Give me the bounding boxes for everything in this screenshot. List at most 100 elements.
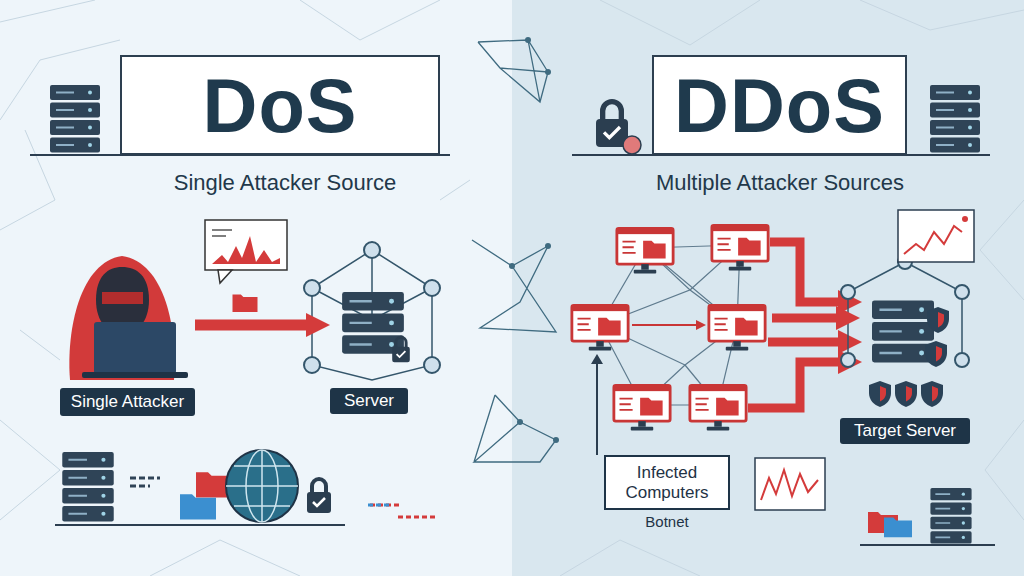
node-label: Infected Computers: [604, 455, 730, 510]
attack-arrow: [768, 338, 838, 347]
network-node: [364, 242, 380, 258]
shield-icon: [927, 307, 949, 333]
bottom-rule: [370, 505, 436, 517]
center-network: [478, 40, 548, 102]
chart-bubble: [212, 230, 232, 236]
attack-arrow: [770, 242, 838, 302]
background: [0, 0, 512, 576]
server-network: [312, 250, 432, 380]
chart-panel: [761, 470, 818, 500]
hacker-figure: [102, 292, 143, 304]
center-network-dots: [553, 437, 559, 443]
shield-icon: [869, 381, 891, 407]
hacker-figure: [94, 322, 176, 374]
network-node: [424, 280, 440, 296]
bottom-rule: [860, 544, 995, 546]
chart-panel: [898, 210, 974, 262]
bottom-rule: [368, 504, 392, 507]
network-node: [955, 353, 969, 367]
infected-computer: [709, 306, 765, 351]
network-node: [841, 255, 969, 367]
botnet-node: Infected ComputersBotnet: [572, 228, 772, 528]
infected-computer: [690, 386, 746, 431]
server-node: Server: [330, 290, 408, 416]
pointer-arrow: [596, 362, 598, 455]
section-subtitle: Multiple Attacker Sources: [560, 168, 1000, 198]
chart-panel: [755, 210, 974, 510]
node-label: Single Attacker: [60, 388, 195, 416]
center-network-dots: [509, 263, 515, 269]
center-network: [474, 395, 556, 462]
pointer-arrow: [591, 354, 603, 455]
chart-bubble: [212, 236, 280, 264]
attack-arrow: [748, 362, 838, 408]
chart-bubble: [205, 220, 287, 283]
hacker-figure: [69, 256, 188, 380]
background: [512, 0, 1024, 576]
hacker-figure: [82, 372, 188, 378]
title-box: DDoS: [652, 55, 907, 155]
network-node: [304, 357, 320, 373]
network-node: [304, 280, 320, 296]
pointer-arrow: [591, 354, 603, 364]
attack-arrow: [772, 314, 836, 323]
chart-panel: [962, 216, 968, 222]
lock-icon: [596, 102, 628, 147]
infected-computer: [712, 226, 768, 271]
network-node: [424, 357, 440, 373]
shield-icon: [895, 381, 917, 407]
center-network-dots: [517, 419, 523, 425]
title-text: DDoS: [654, 57, 905, 153]
node-label: Server: [330, 388, 408, 414]
center-network: [472, 240, 556, 332]
infected-computer: [614, 386, 670, 431]
center-network: [472, 40, 556, 462]
globe-icon: [226, 450, 298, 522]
network-node: [304, 242, 440, 373]
bottom-rule: [130, 478, 160, 486]
globe-icon: [226, 450, 298, 522]
center-network-dots: [545, 69, 551, 75]
folder-icon: [884, 518, 912, 538]
server-icon: [930, 488, 971, 544]
check-badge: [623, 136, 641, 154]
infected-computer: [572, 306, 628, 351]
chart-panel: [904, 226, 962, 254]
server-icon: [872, 300, 934, 362]
folder-icon: [233, 295, 258, 313]
attack-arrow: [748, 242, 838, 408]
node-label: Target Server: [840, 418, 970, 444]
group-caption: Botnet: [604, 512, 730, 530]
folder-icon: [180, 494, 216, 519]
attack-arrow: [195, 320, 306, 331]
lock-icon: [392, 337, 410, 362]
chart-panel: [755, 458, 825, 510]
bottom-rule: [55, 524, 345, 526]
chart-bubble: [218, 270, 232, 283]
faint-network: [20, 180, 1024, 576]
network-node: [841, 285, 855, 299]
globe-icon: [246, 450, 278, 522]
center-network-dots: [509, 37, 559, 443]
server-network: [312, 250, 432, 380]
peer-arrow: [696, 320, 706, 330]
shield-icon: [921, 381, 943, 407]
infected-computer: [617, 229, 673, 274]
chart-bubble: [205, 220, 287, 270]
section-subtitle: Single Attacker Source: [110, 168, 460, 198]
network-node: [955, 285, 969, 299]
peer-arrow: [632, 324, 698, 326]
server-icon: [62, 452, 113, 521]
shield-icon: [925, 341, 947, 367]
center-network-dots: [525, 37, 531, 43]
title-box: DoS: [120, 55, 440, 155]
globe-icon: [226, 450, 298, 522]
title-text: DoS: [122, 57, 438, 153]
peer-arrow: [632, 320, 706, 330]
server-icon: [50, 85, 100, 153]
server-icon: [930, 85, 980, 153]
